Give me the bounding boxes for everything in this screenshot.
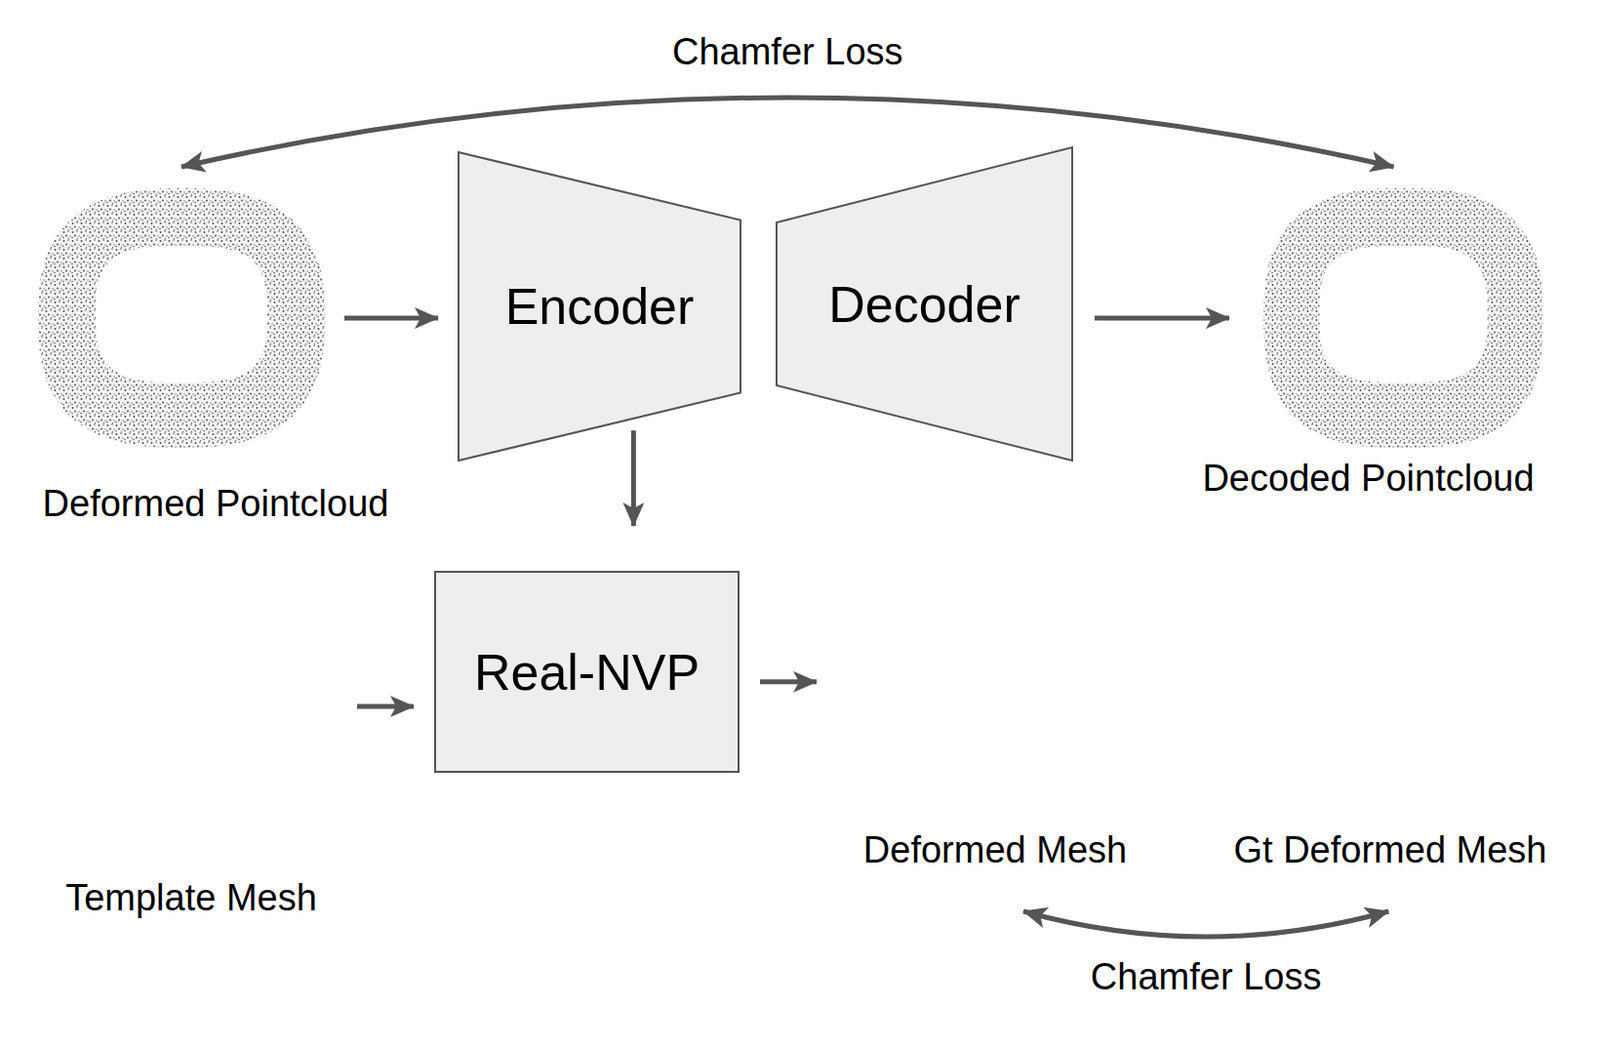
block-label: Decoder xyxy=(828,275,1021,334)
process-box: Real-NVP xyxy=(434,570,740,773)
pointcloud-figure: Decoded Pointcloud xyxy=(1262,186,1545,450)
network-block: Decoder xyxy=(775,146,1074,462)
flow-arrow xyxy=(760,679,817,684)
mesh-ring xyxy=(1255,548,1539,824)
figure-caption: Deformed Mesh xyxy=(863,829,1127,872)
figure-caption: Gt Deformed Mesh xyxy=(1234,829,1548,872)
flow-arrow xyxy=(631,430,637,526)
flow-arrow xyxy=(357,704,414,710)
mesh-figure: Gt Deformed Mesh xyxy=(1255,548,1539,824)
figure-caption: Template Mesh xyxy=(65,877,318,920)
flow-arrow xyxy=(344,316,439,321)
block-label: Real-NVP xyxy=(474,642,700,702)
pointcloud-ring xyxy=(36,186,327,450)
flow-arrow xyxy=(181,97,1395,167)
flow-arrow xyxy=(1094,316,1230,321)
network-block: Encoder xyxy=(457,151,742,462)
mesh-ring xyxy=(51,576,327,852)
pointcloud-figure: Deformed Pointcloud xyxy=(36,186,327,450)
mesh-figure: Template Mesh xyxy=(51,576,327,852)
loss-label: Chamfer Loss xyxy=(1084,956,1328,999)
loss-label: Chamfer Loss xyxy=(666,31,910,74)
figure-caption: Decoded Pointcloud xyxy=(1201,457,1534,500)
mesh-figure: Deformed Mesh xyxy=(881,548,1165,824)
pointcloud-ring xyxy=(1262,186,1545,450)
flow-arrow xyxy=(1023,911,1389,937)
mesh-ring xyxy=(881,548,1165,824)
block-label: Encoder xyxy=(505,277,695,336)
figure-caption: Deformed Pointcloud xyxy=(42,482,390,525)
